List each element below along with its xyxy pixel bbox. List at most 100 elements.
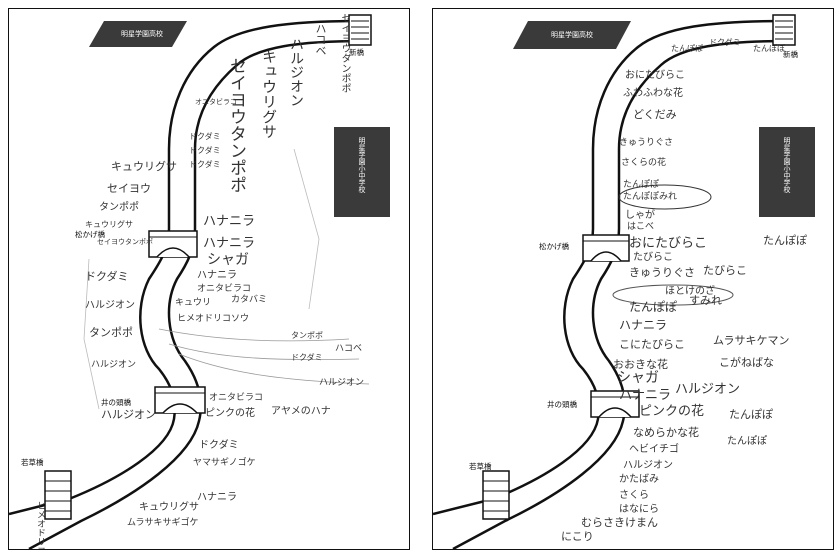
note: ハルジオン	[675, 382, 741, 397]
note: ピンクの花	[205, 408, 255, 419]
note: ムラサキサギゴケ	[127, 518, 199, 528]
map-2-drawing: 明星学園高校 明星学園小中学校	[433, 14, 815, 549]
note: たんぽぽ	[727, 436, 767, 447]
note: キュウリグサ	[139, 502, 199, 513]
note: こがねばな	[719, 356, 774, 369]
map-panel-1: 明星学園高校 明星学園小中学校	[8, 8, 410, 550]
note: ドクダミ	[85, 270, 129, 283]
note: ドクダミ	[189, 146, 221, 155]
note: セイヨウタンポポ	[226, 57, 246, 193]
bridge-label-lower: 井の頭橋	[547, 400, 577, 409]
note: キュウリグサ	[85, 220, 133, 229]
note: ドクダミ	[189, 160, 221, 169]
note: どくだみ	[633, 108, 677, 121]
note: ムラサキケマン	[713, 334, 790, 347]
sketch-line	[158, 328, 350, 342]
sketch-line	[168, 343, 360, 361]
note: オニタビラコ	[197, 284, 252, 294]
bridge-top	[772, 14, 796, 46]
note: おにたびらこ	[629, 236, 708, 251]
circled-note	[612, 284, 734, 306]
note: カタバミ	[231, 295, 268, 305]
bridge-label-top: 新橋	[783, 50, 798, 59]
note: かたばみ	[619, 474, 659, 485]
note: キュウリグサ	[260, 49, 278, 139]
note: おにたびらこ	[625, 70, 685, 81]
note: たびらこ	[633, 252, 673, 263]
note: ハルジオン	[101, 408, 156, 421]
note: すみれ	[689, 294, 722, 307]
note: おおきな花	[613, 358, 668, 371]
note: きゅうりぐさ	[619, 138, 674, 148]
note: ハナニラ	[197, 270, 237, 281]
note: ドクダミ	[291, 353, 323, 362]
note: ほとけのざ	[665, 286, 715, 297]
note: セイヨウタンポポ	[97, 238, 153, 246]
note: ふわふわな花	[623, 88, 683, 99]
note: ハナニラ	[619, 388, 672, 403]
note: オニタビラコ	[209, 393, 264, 403]
note: タンポポ	[291, 331, 323, 340]
note: たびらこ	[703, 264, 747, 277]
map-1-drawing: 明星学園高校 明星学園小中学校	[9, 14, 390, 549]
note: ハルジオン	[85, 300, 135, 311]
sketch-line	[178, 353, 370, 385]
note: ピンクの花	[639, 404, 705, 419]
note: さくらの花	[621, 158, 667, 168]
middle-school-building	[334, 127, 390, 217]
note: ヘビイチゴ	[629, 444, 679, 455]
note: ハルジオン	[288, 37, 304, 107]
note: タンポポ	[89, 326, 133, 339]
sketch-line	[83, 258, 100, 410]
note: にこり	[561, 530, 594, 543]
river-bank-left	[9, 19, 360, 516]
note: はなにら	[619, 504, 659, 515]
middle-school-label: 明星学園小中学校	[783, 137, 791, 194]
bridge-top	[348, 14, 372, 46]
note: たんぽぽ	[671, 44, 703, 53]
note: たんぽぽみれ	[623, 192, 678, 202]
bridge-label-bottom: 若草橋	[21, 458, 44, 467]
note: ハコベ	[314, 23, 327, 56]
bridge-bottom	[482, 470, 510, 520]
note: ハナニラ	[197, 492, 237, 503]
note: ハルジオン	[91, 360, 137, 370]
note: ドクダミ	[199, 440, 239, 451]
note: ハルジオン	[623, 460, 673, 471]
note: ハナニラ	[619, 318, 668, 332]
note: タンポポ	[99, 202, 139, 213]
note: ハコベ	[335, 344, 363, 354]
middle-school-label: 明星学園小中学校	[358, 137, 366, 194]
note: ハナニラ	[203, 236, 256, 251]
note: ヒメオドリコソウ	[177, 314, 250, 324]
map-panel-2: 明星学園高校 明星学園小中学校 新橋 松かげ橋 井の頭橋 若草橋	[432, 8, 834, 550]
note: こにたびらこ	[619, 338, 685, 351]
note: キュウリグサ	[111, 160, 177, 173]
high-school-building	[513, 21, 631, 49]
bridge-label-middle: 松かげ橋	[539, 242, 569, 251]
high-school-label: 明星学園高校	[551, 30, 593, 39]
bridge-bottom	[44, 470, 72, 520]
note: シャガ	[617, 370, 659, 386]
note: セイヨウタンポポ	[339, 13, 350, 93]
sketch-line	[293, 148, 320, 310]
note: さくら	[619, 490, 649, 501]
bridge-label-bottom: 若草橋	[469, 462, 492, 471]
note: ヤマサギノゴケ	[193, 458, 256, 468]
note: たんぽぽ	[629, 300, 678, 314]
note: ハルジオン	[319, 378, 365, 388]
note: セイヨウ	[107, 182, 151, 195]
note: ハナニラ	[203, 214, 256, 229]
note: キュウリ	[175, 298, 212, 308]
high-school-building	[89, 21, 187, 47]
note: シャガ	[207, 252, 249, 268]
circled-note	[618, 184, 712, 210]
river-bank-left	[433, 19, 784, 516]
note: なめらかな花	[633, 426, 699, 439]
note: きゅうりぐさ	[629, 266, 695, 279]
note: たんぽぽ	[729, 408, 773, 421]
bridge-middle	[582, 234, 630, 262]
note: しゃが	[625, 210, 655, 221]
bridge-label-top: 新橋	[349, 48, 364, 57]
bridge-middle	[148, 230, 198, 258]
